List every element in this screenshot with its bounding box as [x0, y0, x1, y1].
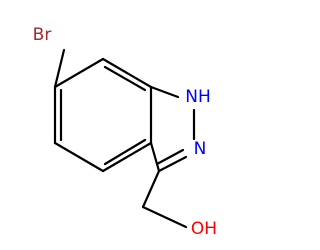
- c7a-n1-bond: [149, 85, 180, 99]
- ch2-o-bond: [141, 205, 188, 229]
- c3-c3a-bond: [149, 141, 161, 173]
- n-label: N: [194, 139, 207, 159]
- c-br-bond: [53, 48, 66, 89]
- ring-inner-3: [103, 138, 147, 166]
- bromine-label: Br: [33, 25, 52, 45]
- ring-inner-1: [103, 65, 147, 92]
- nh-label: NH: [185, 87, 211, 107]
- n2-c3-bond: [157, 155, 188, 173]
- molecule-structure: Br NH N OH: [33, 25, 217, 239]
- ring-bond-3: [101, 141, 153, 173]
- n2-c3-double: [155, 148, 185, 166]
- ring-bond-4: [53, 141, 105, 173]
- ring-bond-6: [53, 57, 105, 89]
- ring-bond-1: [101, 57, 153, 89]
- bond-lines: [53, 48, 196, 229]
- hydroxyl-label: OH: [191, 219, 217, 239]
- c3-ch2-bond: [141, 169, 161, 209]
